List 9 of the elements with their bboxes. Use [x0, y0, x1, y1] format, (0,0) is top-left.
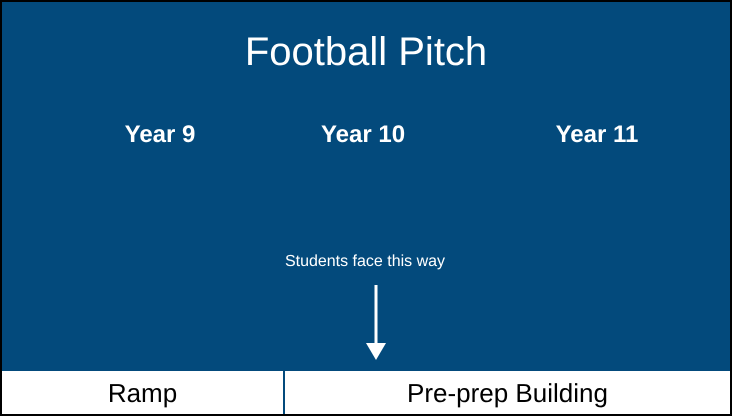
year-label: Year 10	[320, 120, 406, 150]
building-label: Pre-prep Building	[407, 376, 608, 408]
building-box	[285, 371, 730, 414]
building-box	[2, 371, 283, 414]
year-label: Year 9	[124, 120, 196, 150]
direction-note: Students face this way	[284, 252, 446, 272]
building-label: Ramp	[108, 376, 178, 408]
year-label: Year 11	[556, 120, 638, 150]
pitch-title: Football Pitch	[244, 29, 488, 76]
